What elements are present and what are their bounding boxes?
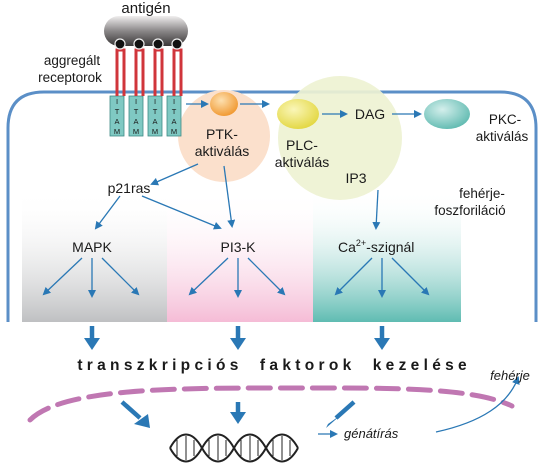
arrow bbox=[101, 257, 140, 296]
receptor-label-line2: receptorok bbox=[38, 70, 102, 85]
itam-letter: I bbox=[173, 97, 175, 106]
binding-site bbox=[152, 38, 164, 50]
mapk-panel bbox=[22, 190, 167, 322]
thick-arrows bbox=[84, 326, 390, 428]
arrow bbox=[141, 195, 222, 230]
arrow bbox=[188, 257, 229, 296]
arrow bbox=[94, 195, 121, 230]
receptor-stalks bbox=[115, 48, 183, 96]
pi3k-panel bbox=[167, 190, 313, 322]
arrows bbox=[42, 100, 430, 298]
receptor-stalk bbox=[172, 48, 183, 96]
itam-letter: T bbox=[153, 107, 158, 116]
nuclear-membrane bbox=[27, 385, 515, 423]
arrow bbox=[372, 189, 381, 230]
thick-arrowhead bbox=[134, 414, 150, 428]
gene-transcription-label: génátírás bbox=[344, 426, 399, 441]
itam-letter: M bbox=[152, 127, 158, 136]
receptor-stalk bbox=[115, 48, 126, 96]
itam-letter: I bbox=[135, 97, 137, 106]
itam-letter: A bbox=[114, 117, 119, 126]
calcium-prefix: Ca bbox=[338, 239, 356, 255]
phosphorylation-label-line1: fehérje- bbox=[459, 186, 505, 201]
receptor-stalk bbox=[153, 48, 164, 96]
arrow bbox=[42, 257, 83, 296]
antigen-binding-sites bbox=[114, 38, 183, 50]
phosphorylation-label-line2: foszforiláció bbox=[434, 203, 505, 218]
plc-ball bbox=[277, 99, 319, 129]
pkc-label-line1: PKC- bbox=[489, 112, 521, 127]
pi3k-label: PI3-K bbox=[220, 239, 256, 255]
plc-label-line1: PLC- bbox=[286, 137, 318, 153]
thick-arrow bbox=[120, 400, 142, 420]
cell-membrane bbox=[6, 90, 538, 322]
itam-letter: M bbox=[114, 127, 120, 136]
itam-letter: I bbox=[154, 97, 156, 106]
calcium-panel bbox=[313, 190, 461, 322]
itam-letter: T bbox=[134, 107, 139, 116]
arrow bbox=[334, 257, 373, 296]
arrow bbox=[247, 257, 286, 296]
ptk-ball bbox=[210, 92, 238, 116]
thick-arrowhead bbox=[326, 414, 342, 428]
thick-arrowhead bbox=[374, 338, 390, 350]
binding-site bbox=[133, 38, 145, 50]
arrow bbox=[150, 163, 199, 186]
dna-helix bbox=[169, 433, 299, 463]
antigen-shape bbox=[104, 16, 188, 46]
thick-arrowhead bbox=[84, 338, 100, 350]
itam-letter: M bbox=[171, 127, 177, 136]
p21ras-label: p21ras bbox=[108, 180, 151, 196]
mapk-label: MAPK bbox=[72, 239, 112, 255]
itam-blocks bbox=[109, 95, 182, 137]
itam-letter: A bbox=[133, 117, 138, 126]
itam-letter: I bbox=[116, 97, 118, 106]
antigen-label: antigén bbox=[121, 0, 170, 17]
plc-label-line2: aktiválás bbox=[275, 154, 329, 170]
itam-letter: A bbox=[171, 117, 176, 126]
receptor-stalk bbox=[134, 48, 145, 96]
dna-strand bbox=[169, 433, 299, 463]
receptor-label-line1: aggregált bbox=[44, 53, 101, 68]
arrow bbox=[223, 165, 236, 228]
binding-site bbox=[171, 38, 183, 50]
calcium-suffix: -szignál bbox=[366, 239, 414, 255]
transcription-factor-label: t r a n s z k r i p c i ó s f a k t o r … bbox=[77, 357, 467, 374]
itam-letter: T bbox=[115, 107, 120, 116]
pkc-label-line2: aktiválás bbox=[476, 129, 529, 144]
calcium-signal-label: Ca2+-szignál bbox=[338, 238, 414, 255]
ptk-label-line1: PTK- bbox=[206, 126, 238, 142]
itam-letter: T bbox=[172, 107, 177, 116]
arrow bbox=[391, 257, 430, 296]
pkc-ball bbox=[424, 99, 470, 129]
protein-label: fehérje bbox=[490, 368, 530, 383]
protein-arrow bbox=[435, 376, 520, 433]
dag-label: DAG bbox=[355, 106, 385, 122]
ptk-label-line2: aktiválás bbox=[195, 143, 249, 159]
thick-arrowhead bbox=[230, 412, 246, 424]
thick-arrow bbox=[334, 400, 356, 420]
itam-letter: M bbox=[133, 127, 139, 136]
ptk-circle bbox=[178, 90, 270, 182]
binding-site bbox=[114, 38, 126, 50]
ip3-label: IP3 bbox=[345, 170, 366, 186]
thick-arrowhead bbox=[230, 338, 246, 350]
itam-letter: A bbox=[152, 117, 157, 126]
calcium-superscript: 2+ bbox=[356, 238, 366, 248]
